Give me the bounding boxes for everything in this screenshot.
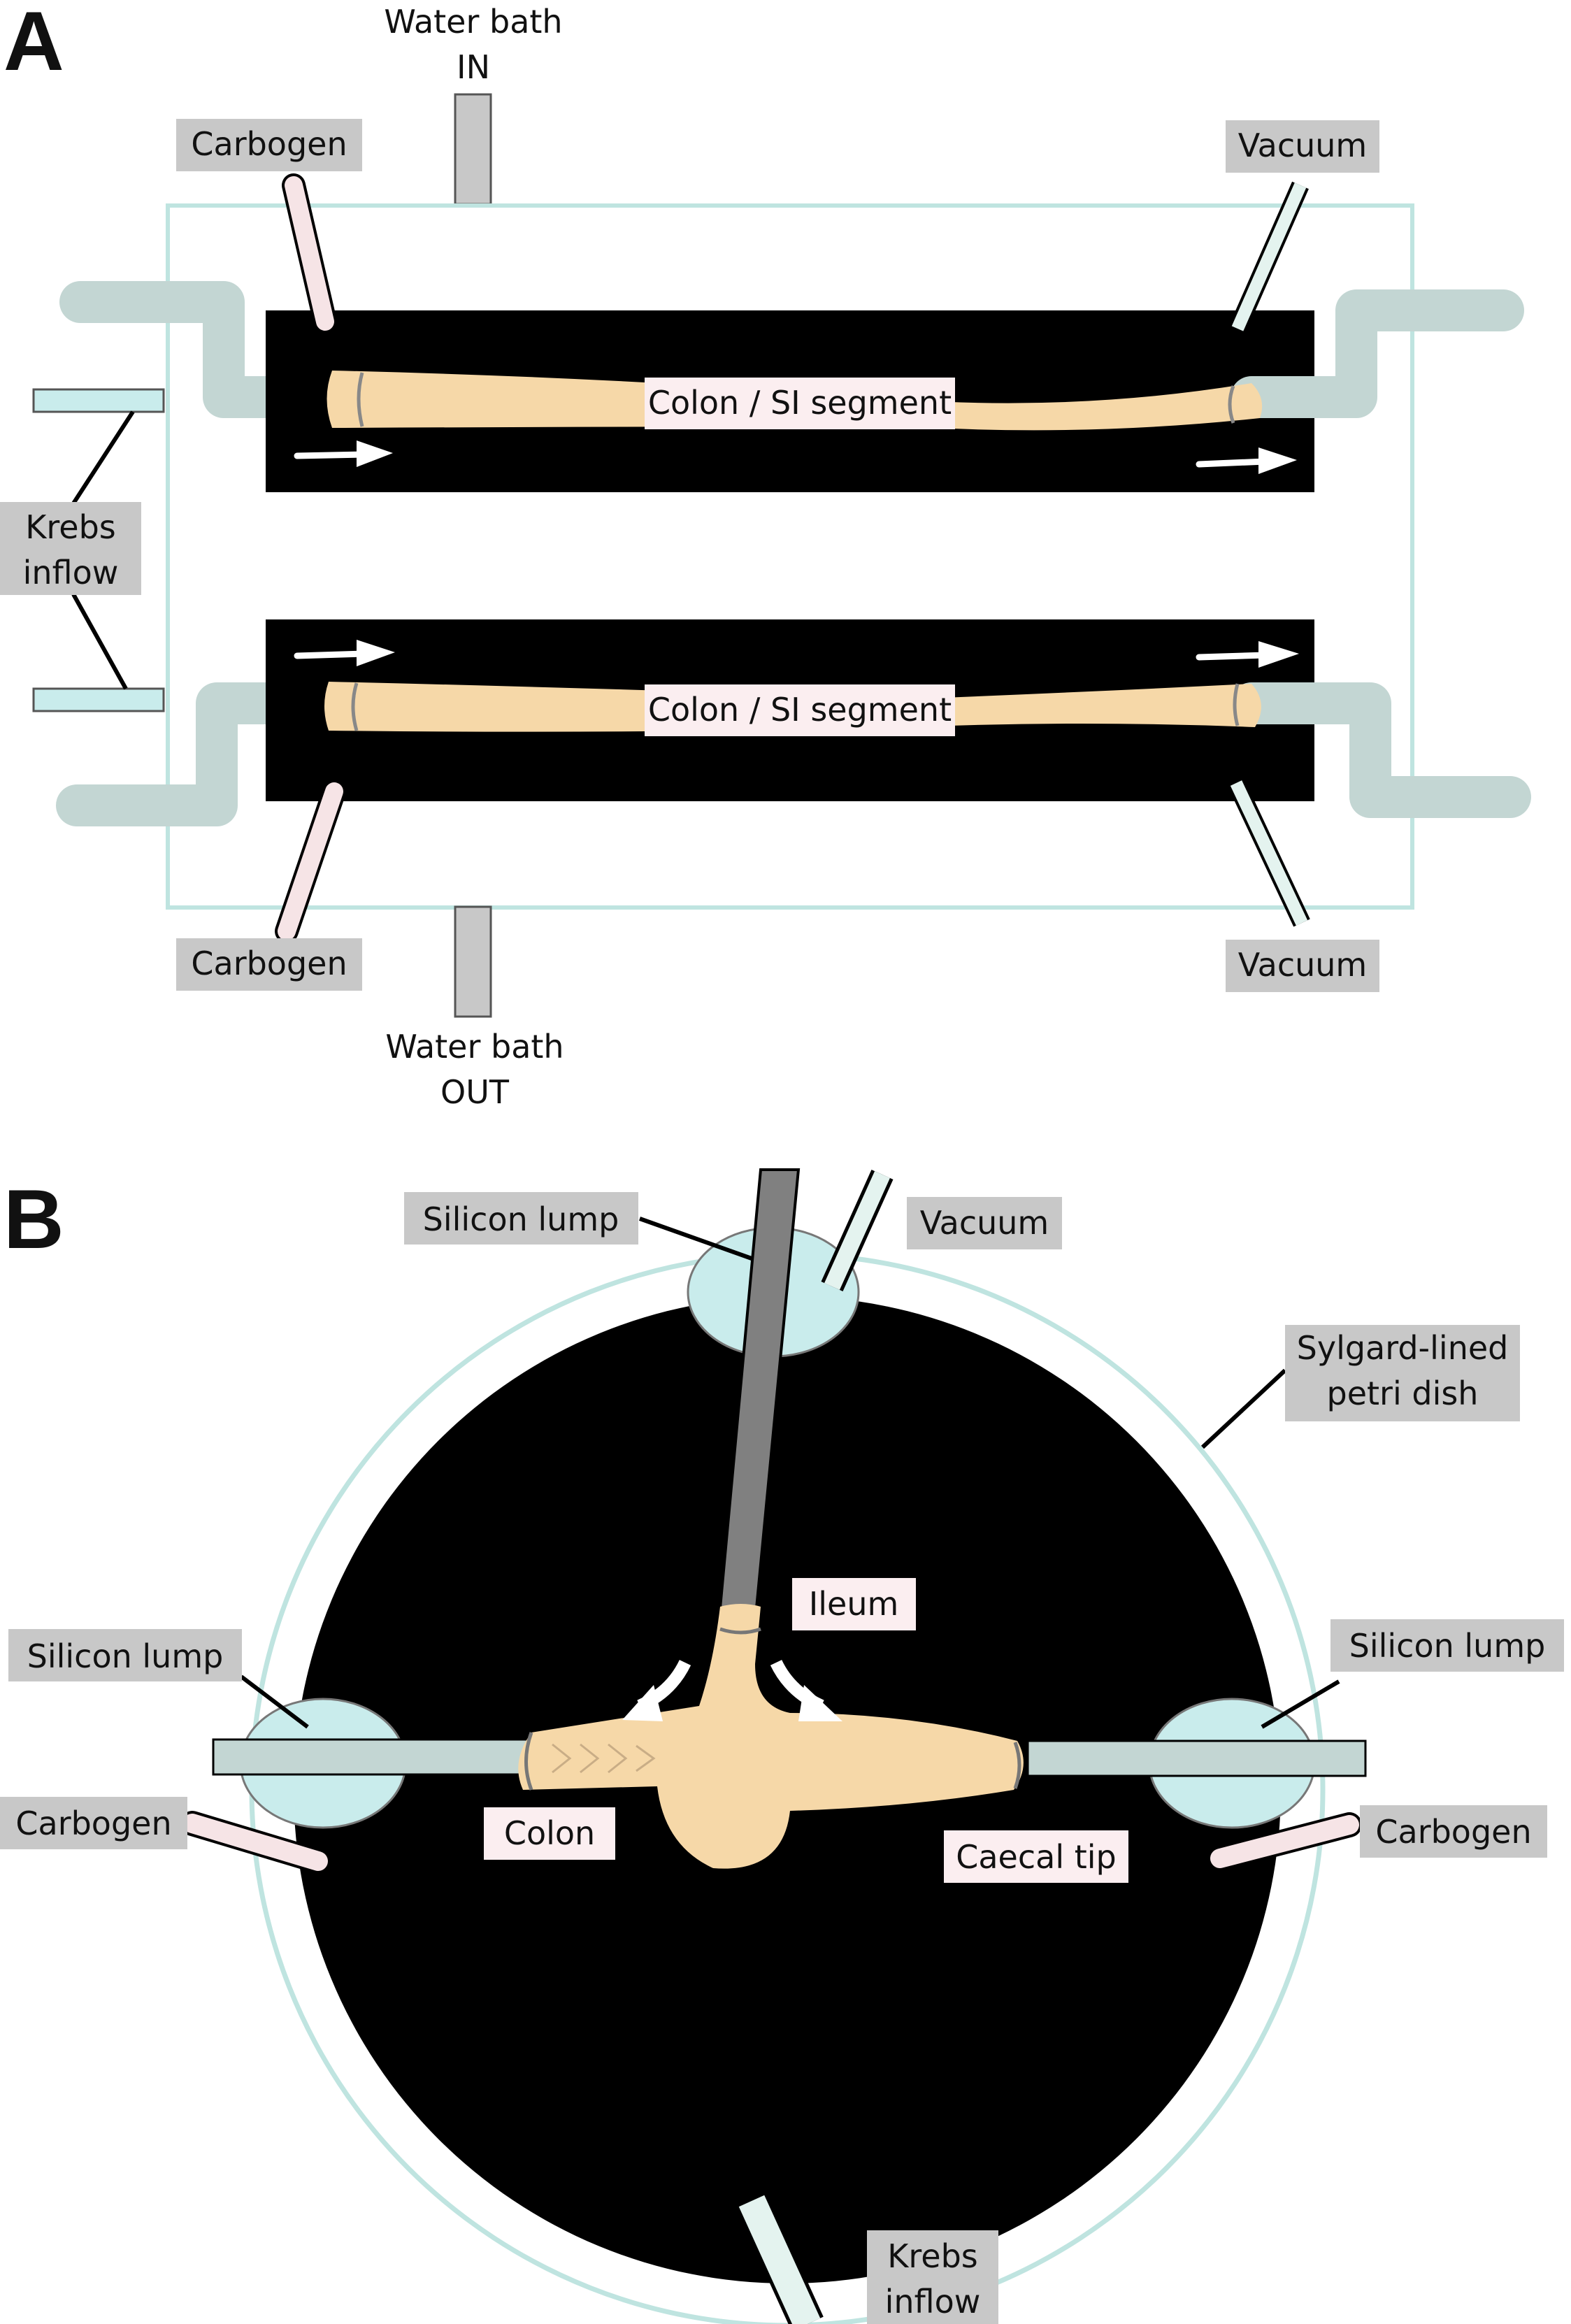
carbogen-left-box (0, 1797, 187, 1849)
chamber-outline (166, 203, 1414, 910)
segment-label-bottom: Colon / SI segment (648, 691, 952, 729)
flow-arrow-bottom-left (294, 640, 395, 666)
krebs-leader-bottom (71, 593, 128, 690)
curved-arrow-right (770, 1659, 842, 1721)
carbogen-tube-top-fill (285, 176, 334, 331)
tie-top-right (1228, 385, 1235, 424)
caecum-tissue (518, 1604, 1024, 1869)
silicon-lump-top-box (404, 1192, 638, 1245)
tie-bottom-right (1233, 683, 1240, 726)
ileum-label: Ileum (809, 1585, 899, 1623)
dish-label-2: petri dish (1327, 1375, 1479, 1412)
silicon-lump-left-box (8, 1629, 242, 1681)
tie-ileum (719, 1627, 761, 1635)
colon-label: Colon (504, 1814, 595, 1852)
krebs-port-bottom (32, 687, 165, 712)
flow-arrow-top-right (1196, 447, 1297, 474)
panel-a-letter: A (3, 0, 64, 88)
silicon-lump-left-label: Silicon lump (27, 1637, 224, 1675)
flow-arrow-bottom-right (1196, 641, 1299, 668)
tie-colon (524, 1732, 533, 1791)
right-cannula-tube (1026, 1740, 1367, 1777)
outflow-tube-top (1231, 289, 1524, 418)
water-bath-out-label-2: OUT (440, 1073, 510, 1111)
vacuum-label-box-top (1226, 120, 1379, 173)
carbogen-tube-bottom-fill (278, 782, 343, 940)
silicon-lump-right-label: Silicon lump (1349, 1627, 1546, 1665)
carbogen-right-label: Carbogen (1375, 1813, 1531, 1851)
krebs-label-a-2: inflow (23, 554, 119, 591)
dish-label-box (1285, 1325, 1520, 1421)
tie-caecal-tip (1013, 1742, 1021, 1789)
leader-silicon-right (1261, 1679, 1340, 1729)
carbogen-label-bottom: Carbogen (191, 945, 347, 982)
water-bath-out-label: Water bath (385, 1028, 564, 1066)
vacuum-tube-b-fill (824, 1171, 890, 1290)
krebs-b-label-2: inflow (885, 2283, 981, 2321)
caecal-tip-label-box (944, 1830, 1128, 1883)
segment-label-top: Colon / SI segment (648, 384, 952, 422)
vacuum-tube-bottom-fill (1230, 780, 1308, 926)
caecal-tip-label: Caecal tip (956, 1838, 1117, 1876)
krebs-label-box-a (0, 502, 141, 595)
water-bath-out-port (454, 905, 492, 1018)
carbogen-tube-right-b-fill (1210, 1815, 1359, 1868)
leader-silicon-left (240, 1674, 309, 1729)
ileum-label-box (792, 1578, 916, 1630)
dish-label-1: Sylgard-lined (1297, 1329, 1509, 1367)
vacuum-label-bottom: Vacuum (1238, 946, 1368, 984)
tie-bottom-left (351, 682, 359, 731)
carbogen-label-box-top (176, 119, 362, 171)
left-cannula-tube (212, 1738, 529, 1776)
colon-label-box (484, 1807, 615, 1860)
tie-top-left (357, 372, 364, 427)
curved-arrow-left (622, 1659, 691, 1721)
carbogen-label-top: Carbogen (191, 125, 347, 163)
vacuum-b-label: Vacuum (920, 1204, 1049, 1242)
vacuum-tube-top-fill (1231, 182, 1307, 331)
vacuum-label-top: Vacuum (1238, 127, 1368, 164)
water-bath-in-label: Water bath (384, 3, 562, 41)
water-bath-in-port (454, 93, 492, 206)
krebs-label-a-1: Krebs (25, 508, 116, 546)
vacuum-b-box (907, 1197, 1062, 1249)
water-bath-in-label-2: IN (457, 48, 490, 86)
leader-dish (1200, 1368, 1287, 1449)
krebs-port-top (32, 388, 165, 413)
krebs-b-label-1: Krebs (887, 2237, 978, 2275)
flow-arrow-top-left (294, 440, 393, 467)
silicon-lump-right-box (1330, 1619, 1564, 1672)
leader-silicon-top (638, 1217, 753, 1261)
panel-a: A Water bath IN Colon / SI segment (0, 0, 1531, 1111)
vacuum-label-box-bottom (1226, 940, 1379, 992)
silicon-lump-top-label: Silicon lump (423, 1200, 619, 1238)
outflow-tube-bottom (1231, 682, 1531, 818)
panel-b-letter: B (3, 1172, 64, 1266)
segment-label-box-top (645, 378, 955, 429)
panel-b: B (0, 1168, 1564, 2324)
krebs-leader-top (71, 410, 135, 505)
carbogen-label-box-bottom (176, 938, 362, 991)
carbogen-left-label: Carbogen (15, 1805, 171, 1842)
colon-fold-marks (552, 1743, 656, 1774)
segment-label-box-bottom (645, 684, 955, 736)
krebs-b-box (867, 2230, 998, 2324)
carbogen-right-box (1360, 1805, 1547, 1858)
carbogen-tube-left-b-fill (182, 1814, 328, 1871)
krebs-tube-b-fill (738, 2195, 821, 2324)
